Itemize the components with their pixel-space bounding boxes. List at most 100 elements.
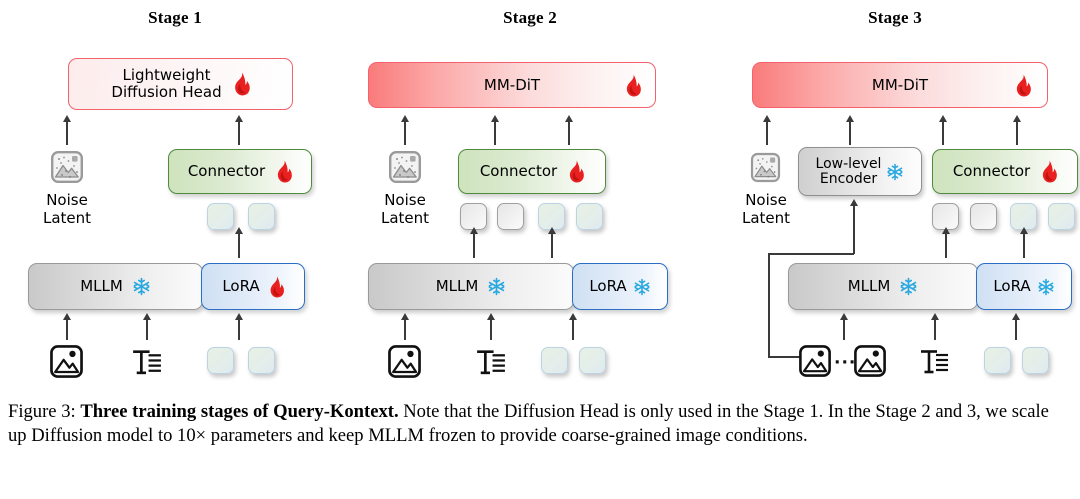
stage-1-arrow-tokens-to-connector (235, 227, 243, 258)
stage-3-arrow-noise-to-mmdit (763, 115, 771, 145)
caption-prefix: Figure 3: (8, 401, 81, 422)
stage-1-bottom-token-2 (248, 347, 275, 374)
stage-2-connector-label: Connector (479, 162, 558, 181)
stage-3-noise-latent-icon (750, 152, 781, 183)
stage-3-bottom-token-2 (1022, 347, 1049, 374)
stage-3-arrow-connector-left-to-mmdit (939, 115, 947, 145)
snowflake-icon (487, 277, 506, 296)
flame-icon (623, 73, 641, 97)
noise-line1: Noise (384, 191, 426, 209)
stage-2-mllm-box[interactable]: MLLM (368, 263, 574, 310)
stage-2-mmdit-box[interactable]: MM-DiT (368, 62, 656, 108)
stage-1-arrow-noise-to-head (63, 115, 71, 145)
stage-2-noise-latent-caption: Noise Latent (356, 191, 454, 227)
stage-2-arrow-noise-to-mmdit (401, 115, 409, 145)
encoder-line1: Low-level (815, 155, 882, 172)
stage-1-text-input-icon (129, 344, 164, 379)
stage-1-arrow-tokens-to-lora (235, 313, 243, 340)
stage-3-mllm-box[interactable]: MLLM (788, 263, 978, 310)
stage-3-arrow-text-to-mllm (931, 313, 939, 340)
noise-line2: Latent (741, 208, 791, 227)
stage-1-arrow-text-to-mllm (143, 313, 151, 340)
stage-2-arrow-text-to-mllm (487, 313, 495, 340)
stage-1-diffusion-head-box[interactable]: Lightweight Diffusion Head (68, 58, 293, 110)
stage-3-mid-token-4 (1048, 203, 1075, 230)
stage-2-connector-box[interactable]: Connector (458, 149, 606, 194)
flame-icon (1013, 73, 1031, 97)
stage-1-noise-latent-icon (50, 150, 84, 184)
stage-2-panel: Stage 2 MM-DiT Noise Latent (350, 0, 710, 395)
flame-icon (231, 72, 250, 96)
stage-3-arrow-connector-right-to-mmdit (1013, 115, 1021, 145)
stage-2-arrow-connector-left-to-mmdit (491, 115, 499, 145)
stage-2-arrow-tokens-to-lora (569, 313, 577, 340)
stage-1-lora-box[interactable]: LoRA (201, 263, 305, 310)
encoder-line2: Encoder (819, 170, 878, 187)
stage-2-bottom-token-1 (541, 347, 568, 374)
stage-3-image-input-icon-2 (853, 344, 887, 378)
stage-1-noise-latent-caption: Noise Latent (18, 191, 116, 227)
stage-1-panel: Stage 1 Lightweight Diffusion Head (0, 0, 350, 395)
stage-3-bottom-token-1 (984, 347, 1011, 374)
stage-2-mllm-label: MLLM (435, 277, 479, 296)
stage-2-arrow-connector-right-to-mmdit (565, 115, 573, 145)
snowflake-icon (132, 277, 151, 296)
stage-1-arrow-image-to-mllm (63, 313, 71, 340)
stage-3-connector-label: Connector (952, 162, 1031, 181)
stage-1-connector-box[interactable]: Connector (168, 149, 312, 194)
stage-3-image-input-icon-1 (798, 344, 832, 378)
stage-2-arrow-lora-to-tokens (548, 227, 556, 258)
stage-3-mid-token-1 (932, 203, 959, 230)
stage-3-title: Stage 3 (868, 8, 922, 27)
stage-2-mmdit-label: MM-DiT (483, 75, 541, 94)
stage-3-arrow-tokens-to-lora (1012, 313, 1020, 340)
stage-3-arrow-mllm-to-tokens (942, 227, 950, 258)
stage-3-noise-latent-caption: Noise Latent (718, 191, 814, 227)
stage-2-mid-token-2 (497, 203, 524, 230)
stage-3-mmdit-label: MM-DiT (871, 75, 929, 94)
stage-2-title: Stage 2 (503, 8, 557, 27)
stage-1-arrow-connector-to-head (235, 115, 243, 145)
noise-line1: Noise (46, 191, 88, 209)
noise-line1: Noise (745, 191, 787, 209)
flame-icon (1039, 160, 1058, 183)
stage-3-lora-label: LoRA (993, 277, 1031, 296)
stage-1-image-input-icon (49, 344, 84, 379)
stage-3-skip-wire-vertical (768, 253, 770, 358)
flame-icon (267, 275, 284, 298)
stage-3-arrow-encoder-to-mmdit (846, 115, 854, 145)
stage-2-bottom-token-2 (579, 347, 606, 374)
stage-3-arrow-lora-to-tokens (1020, 227, 1028, 258)
stage-3-mid-token-3 (1010, 203, 1037, 230)
stage-3-mmdit-box[interactable]: MM-DiT (752, 62, 1048, 108)
stage-1-mllm-box[interactable]: MLLM (28, 263, 203, 310)
stage-3-connector-box[interactable]: Connector (932, 149, 1078, 194)
stage-3-text-input-icon (917, 344, 951, 378)
noise-line2: Latent (380, 208, 430, 227)
flame-icon (566, 160, 585, 183)
snowflake-icon (886, 163, 904, 181)
stage-2-lora-box[interactable]: LoRA (572, 263, 668, 310)
stage-2-arrow-mllm-to-tokens (470, 227, 478, 258)
stage-2-mid-token-1 (460, 203, 487, 230)
stage-1-mid-token-1 (207, 203, 234, 230)
stage-3-low-level-encoder-box[interactable]: Low-level Encoder (798, 147, 922, 196)
snowflake-icon (899, 277, 918, 296)
snowflake-icon (1037, 278, 1055, 296)
figure-caption: Figure 3: Three training stages of Query… (8, 400, 1072, 448)
stage-1-mid-token-2 (248, 203, 275, 230)
stage-2-image-input-icon (387, 344, 422, 379)
stage-3-lora-box[interactable]: LoRA (976, 263, 1072, 310)
caption-bold-title: Three training stages of Query-Kontext. (80, 401, 399, 422)
stage-3-skip-arrow-to-encoder (850, 199, 858, 254)
stage-1-bottom-token-1 (207, 347, 234, 374)
stage-1-diffusion-head-label: Lightweight Diffusion Head (111, 67, 221, 101)
stage-3-panel: Stage 3 MM-DiT Noise Late (710, 0, 1080, 395)
stage-3-mllm-label: MLLM (847, 277, 891, 296)
stage-1-mllm-label: MLLM (80, 277, 123, 296)
stage-1-lora-label: LoRA (222, 277, 260, 296)
flame-icon (274, 160, 293, 183)
stage-3-skip-wire-horizontal-top (768, 253, 854, 255)
stage-3-skip-wire-horizontal-bottom (768, 356, 826, 358)
